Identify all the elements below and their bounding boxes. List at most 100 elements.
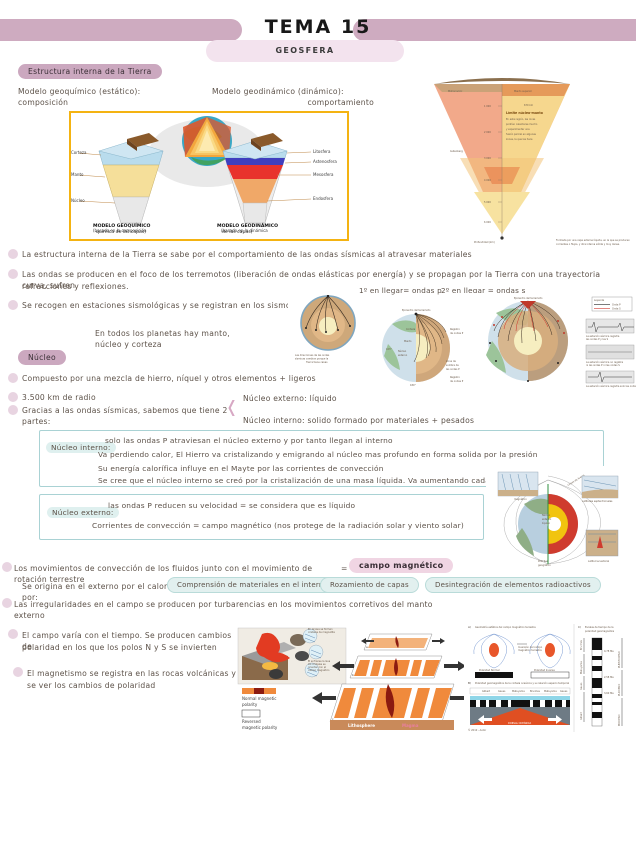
bullet-dot-m2 [2, 598, 12, 608]
chron-gauss: Gauss [580, 682, 583, 690]
magnetic-bullet-1: Los movimientos de convección de los flu… [14, 564, 313, 584]
figure-globe-ps: Epicentro del terremoto Leyenda Onda P O… [470, 293, 636, 388]
model-geodinamico-line2: comportamiento [307, 98, 374, 107]
header-band-right [353, 19, 636, 41]
section-pill-nucleo: Núcleo [18, 350, 66, 365]
model-geoquimico-label: Modelo geoquímico (estático): composició… [18, 86, 198, 108]
wave-label-p: 1º en llegar= ondas p [359, 286, 442, 295]
figure-models: Corteza Manto Núcleo Litosfera Astenosfe… [71, 116, 337, 233]
bullet-text-2b: refracciones y reflexiones. [22, 282, 129, 291]
chron-gilbert: Gilbert [580, 712, 583, 720]
wave-label-s: 2º en llegar = ondas s [441, 286, 526, 295]
page-title: TEMA 15 [264, 16, 372, 38]
caption-geodinamico-sub1: (basado en la dinámica [221, 228, 268, 233]
box-outer-lead: las ondas P reducen su velocidad = se co… [108, 501, 356, 510]
svg-text:magnético terrestre: magnético terrestre [518, 649, 542, 652]
svg-text:Núcleo: Núcleo [398, 350, 407, 353]
legend-normal-2: polarity [242, 702, 258, 707]
globe3-legend-p: Onda P [612, 304, 621, 307]
legend-reversed-2: magnetic polarity [242, 725, 278, 730]
svg-text:La estación sísmica registra: La estación sísmica registra [586, 335, 620, 338]
box-inner-tag: Núcleo interno: [46, 435, 116, 454]
box-inner-line-3: Se cree que el núcleo interno se creó po… [98, 476, 507, 485]
epoch-mioceno: MIOCENO [618, 714, 621, 726]
stage-a-label: a [366, 645, 368, 649]
model-geodinamico-line1: Modelo geodinámico (dinámico): [212, 87, 344, 96]
svg-text:Gilbert: Gilbert [482, 690, 490, 693]
epoch-plioceno: PLIOCENO [618, 684, 621, 696]
panelA-title: Geometría estática del campo magnético t… [475, 626, 536, 629]
svg-text:2 000: 2 000 [484, 131, 491, 134]
section-pill-estructura: Estructura interna de la Tierra [18, 64, 162, 79]
caption-geodinamico-sub2: de las capas) [222, 230, 253, 235]
svg-text:las ondas P: las ondas P [446, 368, 460, 371]
stage-b-label: b [352, 673, 354, 677]
svg-text:campo magnético: campo magnético [308, 669, 330, 672]
svg-text:180°: 180° [410, 384, 416, 387]
svg-text:Matuyama: Matuyama [512, 690, 525, 693]
magnetic-bullet-3a: El campo varía con el tiempo. Se produce… [22, 631, 232, 651]
globe1-caption-1: Las direcciones de las ondas [295, 354, 330, 357]
magnetic-bullet-2: Las irregularidades en el campo se produ… [14, 600, 433, 620]
svg-text:Manto: Manto [404, 340, 412, 343]
svg-text:los cristales se: los cristales se [308, 663, 326, 666]
figure-models-frame: Corteza Manto Núcleo Litosfera Astenosfe… [69, 111, 349, 241]
globe1-caption-2: sísmicas cambian porque la [295, 358, 329, 361]
svg-text:cristales de magnetita: cristales de magnetita [308, 631, 335, 634]
svg-text:Mohorovicic: Mohorovicic [448, 90, 463, 93]
svg-text:Registro: Registro [450, 376, 460, 379]
nucleo-bullet-2: 3.500 km de radio [22, 393, 96, 402]
figure-magnetic-field: Polo Norte magnético Polo Sur geográfico… [486, 466, 626, 570]
panelB-label: B) [468, 681, 471, 685]
svg-text:Polo Sur: Polo Sur [538, 560, 548, 563]
box-inner-line-2: Su energía calorífica influye en el Mayt… [98, 464, 384, 473]
svg-text:de ondas P: de ondas P [450, 380, 464, 383]
model-geodinamico-label: Modelo geodinámico (dinámico): comportam… [212, 86, 412, 108]
svg-text:670 km: 670 km [524, 104, 534, 107]
box-inner-lead: solo las ondas P atraviesan el núcleo ex… [105, 436, 393, 445]
svg-text:Registro: Registro [450, 328, 460, 331]
pill-campo-magnetico: campo magnético [349, 558, 454, 573]
svg-text:magnético: magnético [514, 498, 527, 501]
svg-text:Gutenberg: Gutenberg [450, 150, 463, 153]
subtitle-text: GEOSFERA [275, 46, 335, 55]
svg-text:La estación sísmica no registr: La estación sísmica no registra [586, 361, 624, 364]
label-nucleo: Núcleo [71, 198, 85, 203]
header-band [0, 19, 636, 41]
svg-text:y experimentar una: y experimentar una [506, 128, 530, 131]
bullet-dot-1 [8, 249, 18, 259]
label-lithosphere: Lithosphere [348, 723, 375, 728]
age-3-60: 3,60 Ma [604, 692, 614, 695]
age-0-78: 0,78 Ma [604, 650, 614, 653]
svg-text:La estación sísmica registra s: La estación sísmica registra solo las on… [586, 385, 636, 388]
axis-label-profundidad: Profundidad (km) [474, 241, 495, 244]
svg-text:de ondas P: de ondas P [450, 332, 464, 335]
svg-text:Gauss: Gauss [560, 690, 568, 693]
svg-text:© 2010 - Autor: © 2010 - Autor [468, 729, 486, 732]
panelB-title: Polaridad geomagnética de la corteza oce… [475, 682, 569, 685]
chron-brunhes: Brunhes [580, 639, 583, 650]
chron-matuyama: Matuyama [580, 661, 583, 674]
svg-text:Núcleo: Núcleo [542, 514, 551, 517]
caption-geoquimico-title: MODELO GEOQUÍMICO [93, 221, 151, 229]
svg-text:Matuyama: Matuyama [544, 690, 557, 693]
svg-text:las ondas P y las S: las ondas P y las S [586, 338, 609, 341]
bullet-dot-n1 [8, 373, 18, 383]
wedge-endosfera-text: Formada por una capa externa líquida, en… [556, 239, 630, 246]
svg-text:103°: 103° [386, 348, 392, 351]
svg-text:geográfico: geográfico [538, 564, 551, 567]
age-2-58: 2,58 Ma [604, 676, 614, 679]
svg-text:orientan con el: orientan con el [308, 666, 326, 669]
svg-text:fusión parcial en algunas: fusión parcial en algunas [506, 133, 537, 136]
magnetic-origin-label: Se origina en el externo por el calor po… [22, 582, 168, 602]
box-inner-line-1: Va perdiendo calor, El Hierro va cristal… [98, 450, 538, 459]
label-astenosfera: Astenosfera [313, 159, 337, 164]
svg-text:ni las ondas P ni las ondas S: ni las ondas P ni las ondas S [586, 364, 620, 367]
panelC-label: C) [578, 625, 581, 629]
bullet-dot-2 [8, 269, 18, 279]
svg-text:sombra de: sombra de [446, 364, 459, 367]
panelA-left-label: Polaridad Normal [479, 669, 500, 672]
epoch-pleistoceno: PLEISTOCENO [618, 651, 621, 668]
